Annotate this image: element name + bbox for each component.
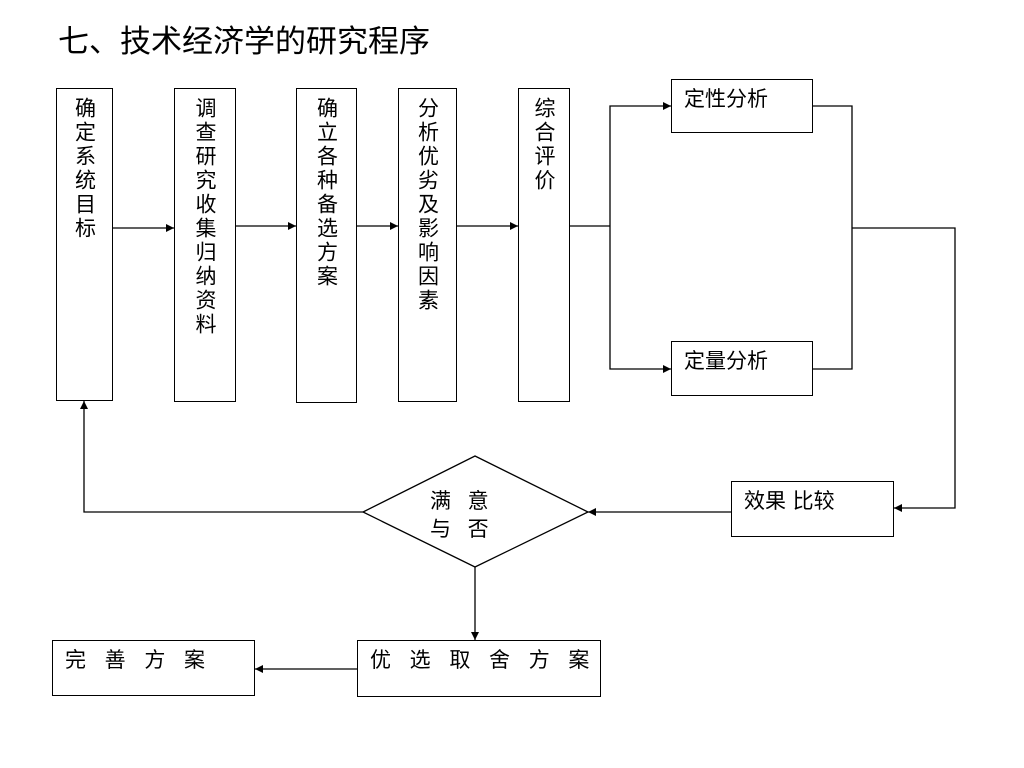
node-comprehensive-evaluation-label: 综合评价	[532, 97, 556, 193]
arrow-feedback-to-goal	[80, 401, 363, 513]
node-select-plan-label: 优 选 取 舍 方 案	[370, 648, 596, 672]
node-improve-plan-label: 完 善 方 案	[65, 648, 212, 672]
node-select-plan: 优 选 取 舍 方 案	[357, 640, 601, 697]
node-quantitative-analysis-label: 定量分析	[684, 349, 768, 373]
node-define-goal-label: 确定系统目标	[72, 97, 97, 241]
node-establish-alternatives: 确立各种备选方案	[296, 88, 357, 403]
node-define-goal: 确定系统目标	[56, 88, 113, 401]
node-comprehensive-evaluation: 综合评价	[518, 88, 570, 402]
node-improve-plan: 完 善 方 案	[52, 640, 255, 696]
node-qualitative-analysis-label: 定性分析	[684, 87, 768, 111]
node-investigate-collect: 调查研究收集归纳资料	[174, 88, 236, 402]
node-analyze-factors-label: 分析优劣及影响因素	[415, 97, 440, 313]
arrow-to-qualitative	[609, 102, 671, 226]
arrow-merge-to-comparison	[852, 227, 956, 512]
decision-label: 满 意 与 否	[430, 489, 494, 541]
node-qualitative-analysis: 定性分析	[671, 79, 813, 133]
node-quantitative-analysis: 定量分析	[671, 341, 813, 396]
page-title: 七、技术经济学的研究程序	[58, 24, 430, 60]
node-effect-comparison-label: 效果 比较	[744, 489, 835, 513]
node-establish-alternatives-label: 确立各种备选方案	[314, 97, 339, 289]
arrow-to-quantitative	[609, 226, 671, 373]
node-effect-comparison: 效果 比较	[731, 481, 894, 537]
line-qualitative-merge	[813, 105, 853, 370]
node-analyze-factors: 分析优劣及影响因素	[398, 88, 457, 402]
node-investigate-collect-label: 调查研究收集归纳资料	[193, 97, 217, 337]
